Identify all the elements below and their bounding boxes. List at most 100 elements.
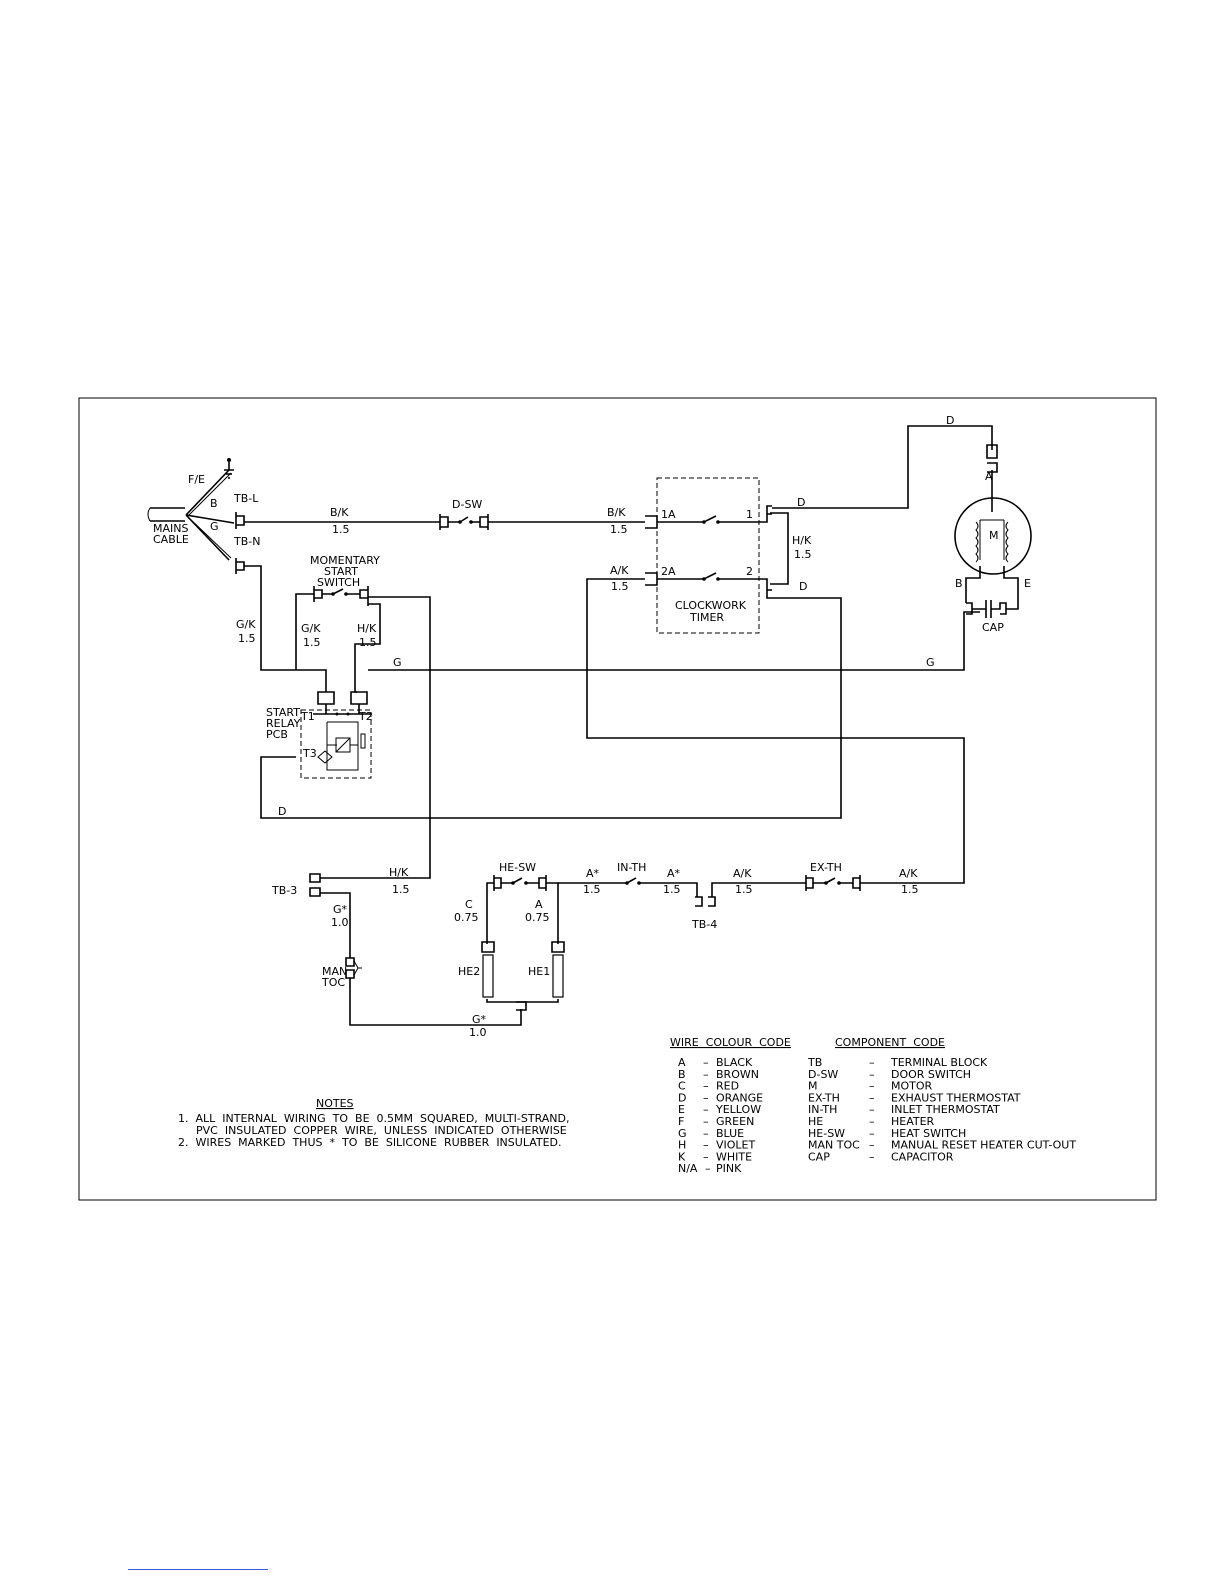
note-1: 1. ALL INTERNAL WIRING TO BE 0.5MM SQUAR… <box>178 1112 569 1125</box>
wire-ak-1: A/K <box>610 564 629 577</box>
tb-n-terminal <box>235 558 245 574</box>
wire-ak-2-size: 1.5 <box>735 883 753 896</box>
wire-colour-code: D <box>678 1091 686 1104</box>
wire-colour-name: BROWN <box>716 1068 759 1081</box>
wire-hk-3-size: 1.5 <box>392 883 410 896</box>
man-toc: MAN TOC <box>321 957 362 989</box>
legend-dash: – <box>869 1056 875 1069</box>
component-code-name: DOOR SWITCH <box>891 1068 971 1081</box>
motor-wire-e: E <box>1024 577 1031 590</box>
component-code-name: INLET THERMOSTAT <box>891 1103 1000 1116</box>
component-code-name: EXHAUST THERMOSTAT <box>891 1091 1021 1104</box>
legend-dash: – <box>703 1127 709 1140</box>
he-sw-label: HE-SW <box>499 861 536 874</box>
wire-colour-name: YELLOW <box>715 1103 761 1116</box>
wire-bk-2-size: 1.5 <box>610 523 628 536</box>
legend-dash: – <box>869 1080 875 1093</box>
wire-bk-1-size: 1.5 <box>332 523 350 536</box>
wire-colour-title: WIRE COLOUR CODE <box>670 1036 791 1049</box>
motor-wire-b: B <box>955 577 963 590</box>
legend-dash: – <box>703 1115 709 1128</box>
wire-colour-code: C <box>678 1080 686 1093</box>
legend-dash: – <box>869 1103 875 1116</box>
component-code-name: HEATER <box>891 1115 935 1128</box>
wire-colour-name: BLACK <box>716 1056 753 1069</box>
wire-colour-code: E <box>678 1103 685 1116</box>
motor: M B E A <box>954 444 1032 590</box>
timer-terminal-1a: 1A <box>661 508 676 521</box>
mains-cable: F/E B G MAINS CABLE TB-L TB-N <box>147 458 260 561</box>
timer-terminal-2: 2 <box>746 565 753 578</box>
wire-gk-left-size: 1.5 <box>238 632 256 645</box>
motor-wire-a: A <box>985 470 993 483</box>
component-code-abbr: TB <box>807 1056 822 1069</box>
wire-hk-3: H/K <box>389 866 409 879</box>
legend-dash: – <box>705 1162 711 1175</box>
wire-labels: B/K 1.5 B/K 1.5 A/K 1.5 D D H/K 1.5 D G/… <box>236 414 954 1039</box>
wires <box>244 425 1019 1026</box>
heater-terminal <box>516 1001 527 1011</box>
pcb-t3-label: T3 <box>302 747 317 760</box>
legend-dash: – <box>869 1091 875 1104</box>
component-code-abbr: EX-TH <box>808 1091 840 1104</box>
door-switch: D-SW <box>439 498 489 530</box>
pcb-t1-label: T1 <box>300 710 315 723</box>
note-2: 2. WIRES MARKED THUS * TO BE SILICONE RU… <box>178 1136 562 1149</box>
heat-switch: HE-SW <box>493 861 547 891</box>
wire-colour-name: ORANGE <box>716 1091 763 1104</box>
man-toc-label-2: TOC <box>321 976 345 989</box>
exhaust-thermostat: EX-TH <box>805 861 861 891</box>
wire-a-star-1: A* <box>586 867 600 880</box>
legend-dash: – <box>869 1068 875 1081</box>
wire-d-2: D <box>799 580 807 593</box>
wire-g-1: G <box>393 656 402 669</box>
component-code-abbr: CAP <box>808 1150 830 1163</box>
wire-hk-timer-size: 1.5 <box>794 548 812 561</box>
cap-label: CAP <box>982 621 1004 634</box>
component-code-name: TERMINAL BLOCK <box>890 1056 988 1069</box>
component-code-abbr: HE-SW <box>808 1127 845 1140</box>
fe-label: F/E <box>188 473 205 486</box>
wire-c: C <box>465 898 473 911</box>
note-1b: PVC INSULATED COPPER WIRE, UNLESS INDICA… <box>196 1124 567 1137</box>
legend-dash: – <box>703 1150 709 1163</box>
pcb-t2-label: T2 <box>358 710 373 723</box>
legend-dash: – <box>869 1139 875 1152</box>
wire-a-star-2-size: 1.5 <box>663 883 681 896</box>
mss-label-3: SWITCH <box>317 576 360 589</box>
timer-label-2: TIMER <box>689 611 724 624</box>
legend-dash: – <box>869 1115 875 1128</box>
legend-dash: – <box>703 1056 709 1069</box>
wire-colour-name: WHITE <box>716 1150 752 1163</box>
legend-dash: – <box>703 1139 709 1152</box>
wire-colour-name: GREEN <box>716 1115 754 1128</box>
component-code-abbr: IN-TH <box>808 1103 837 1116</box>
wire-ak-3: A/K <box>899 867 918 880</box>
ex-th-label: EX-TH <box>810 861 842 874</box>
wire-c-size: 0.75 <box>454 911 479 924</box>
in-th-label: IN-TH <box>617 861 646 874</box>
legend-dash: – <box>869 1127 875 1140</box>
wire-a-star-1-size: 1.5 <box>583 883 601 896</box>
wire-colour-code: A <box>678 1056 686 1069</box>
notes: NOTES 1. ALL INTERNAL WIRING TO BE 0.5MM… <box>178 1097 569 1149</box>
timer-terminal-1: 1 <box>746 508 753 521</box>
heater-he2: HE2 <box>458 941 495 998</box>
notes-title: NOTES <box>316 1097 354 1110</box>
component-code-name: HEAT SWITCH <box>891 1127 966 1140</box>
wire-colour-code: WIRE COLOUR CODE A–BLACKB–BROWNC–REDD–OR… <box>670 1036 791 1175</box>
wire-gk-2-size: 1.5 <box>303 636 321 649</box>
he2-label: HE2 <box>458 965 480 978</box>
legend-dash: – <box>869 1150 875 1163</box>
wire-g-star-size: 1.0 <box>331 916 349 929</box>
wire-g-2: G <box>926 656 935 669</box>
wire-colour-code: K <box>678 1150 686 1163</box>
wire-a-star-2: A* <box>667 867 681 880</box>
clockwork-timer: 1A 1 2A 2 CLOCKWORK TIMER <box>645 477 772 634</box>
wire-a-2-size: 0.75 <box>525 911 550 924</box>
pcb-label-1: START <box>266 706 300 719</box>
wire-ak-1-size: 1.5 <box>611 580 629 593</box>
legend-dash: – <box>703 1068 709 1081</box>
component-code-abbr: D-SW <box>808 1068 838 1081</box>
component-code-abbr: MAN TOC <box>808 1139 860 1152</box>
